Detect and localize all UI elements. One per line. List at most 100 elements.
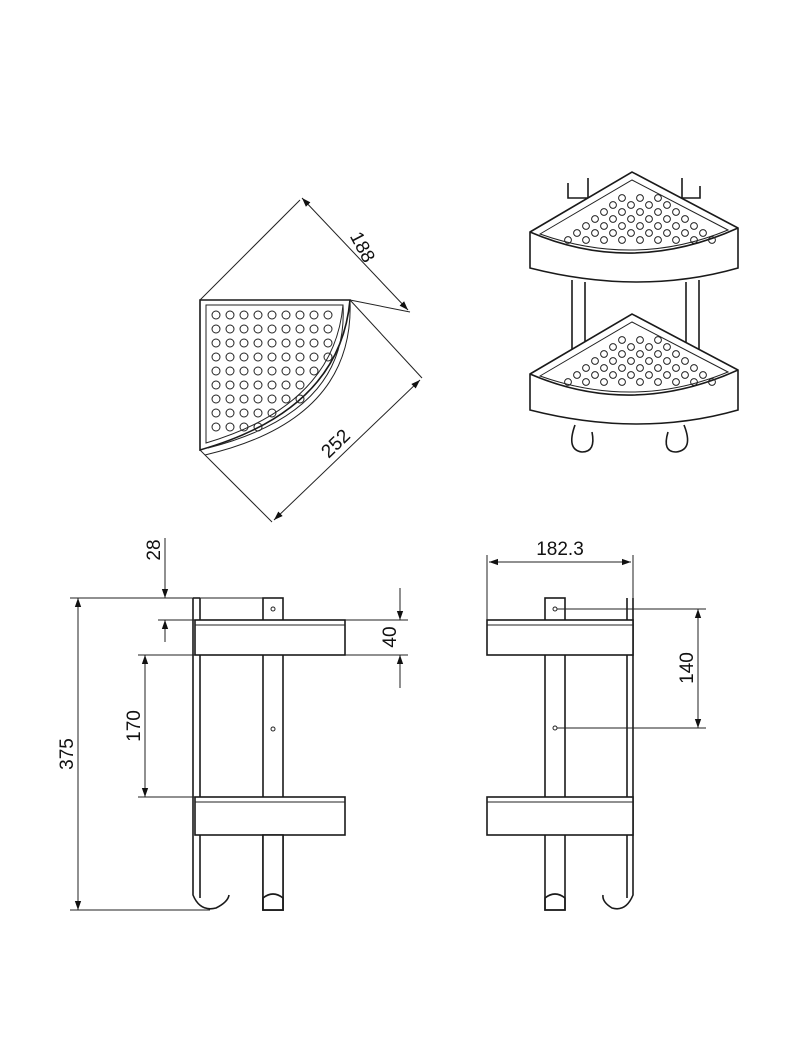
perforation-hole [211, 324, 221, 334]
perforation-hole [627, 343, 635, 351]
perforation-hole [211, 352, 221, 362]
perforation-hole [663, 201, 671, 209]
perforation-hole [609, 357, 617, 365]
top-view: 188 252 [199, 197, 423, 523]
perforation-hole [239, 394, 249, 404]
perforation-hole [636, 350, 644, 358]
perforation-hole [627, 371, 635, 379]
perforation-hole [295, 366, 305, 376]
perforation-hole [627, 357, 635, 365]
perforation-hole [699, 371, 707, 379]
perforation-hole [654, 208, 662, 216]
perforation-hole [672, 222, 680, 230]
perforation-hole [295, 380, 305, 390]
dim-28-label: 28 [144, 539, 165, 560]
perforation-hole [323, 338, 333, 348]
perforation-hole [323, 324, 333, 334]
perforation-hole [211, 366, 221, 376]
perforation-hole [600, 378, 608, 386]
perforation-hole [211, 380, 221, 390]
perforation-hole [309, 366, 319, 376]
perforation-hole [239, 324, 249, 334]
perforation-hole [636, 236, 644, 244]
perforation-hole [690, 378, 698, 386]
perforation-hole [211, 408, 221, 418]
perforation-hole [295, 338, 305, 348]
perforation-hole [627, 201, 635, 209]
perforation-hole [323, 352, 333, 362]
perforation-hole [253, 422, 263, 432]
perforation-hole [672, 208, 680, 216]
dim-170-label: 170 [124, 710, 145, 742]
perforation-hole [636, 194, 644, 202]
perforation-hole [618, 364, 626, 372]
perforation-hole [239, 352, 249, 362]
perforation-hole [654, 364, 662, 372]
perforation-hole [618, 236, 626, 244]
perforation-hole [618, 222, 626, 230]
perforation-hole [267, 380, 277, 390]
perforation-hole [309, 310, 319, 320]
perforation-hole [618, 194, 626, 202]
perforation-hole [654, 378, 662, 386]
perforation-hole [609, 371, 617, 379]
perforation-hole [281, 338, 291, 348]
perforation-hole [618, 208, 626, 216]
perforation-hole [654, 336, 662, 344]
perforation-hole [654, 194, 662, 202]
dim-40-label: 40 [380, 626, 401, 647]
perforation-hole [239, 422, 249, 432]
perforation-hole [582, 236, 590, 244]
perforation-hole [267, 324, 277, 334]
perforation-hole [253, 380, 263, 390]
perforation-hole [281, 394, 291, 404]
perforation-hole [239, 408, 249, 418]
perforation-hole [253, 310, 263, 320]
perforation-hole [681, 229, 689, 237]
perforation-hole [672, 236, 680, 244]
perforation-hole [564, 236, 572, 244]
perforation-hole [281, 380, 291, 390]
perforation-hole [609, 201, 617, 209]
perforation-hole [609, 343, 617, 351]
perforation-hole [645, 201, 653, 209]
upper-tray-perforation [564, 194, 716, 244]
top-view-perforation [211, 310, 333, 432]
perforation-hole [573, 229, 581, 237]
perforation-hole [636, 378, 644, 386]
perforation-hole [573, 371, 581, 379]
dim-140-label: 140 [677, 652, 698, 684]
perforation-hole [663, 357, 671, 365]
perforation-hole [645, 215, 653, 223]
perforation-hole [582, 364, 590, 372]
perforation-hole [582, 378, 590, 386]
perforation-hole [690, 236, 698, 244]
perforation-hole [681, 357, 689, 365]
perforation-hole [564, 378, 572, 386]
perforation-hole [654, 236, 662, 244]
perforation-hole [267, 310, 277, 320]
perforation-hole [239, 338, 249, 348]
perforation-hole [600, 222, 608, 230]
perforation-hole [295, 352, 305, 362]
perforation-hole [253, 324, 263, 334]
perforation-hole [309, 324, 319, 334]
perforation-hole [708, 378, 716, 386]
perforation-hole [672, 378, 680, 386]
perforation-hole [645, 357, 653, 365]
perforation-hole [591, 371, 599, 379]
perforation-hole [636, 208, 644, 216]
perforation-hole [253, 352, 263, 362]
perforation-hole [618, 350, 626, 358]
perforation-hole [663, 371, 671, 379]
perforation-hole [253, 366, 263, 376]
perforation-hole [636, 364, 644, 372]
perforation-hole [645, 229, 653, 237]
perforation-hole [654, 350, 662, 358]
perforation-hole [627, 215, 635, 223]
perforation-hole [654, 222, 662, 230]
perforation-hole [636, 222, 644, 230]
front-view: 182.3 140 [486, 539, 706, 911]
perforation-hole [600, 350, 608, 358]
perforation-hole [211, 338, 221, 348]
